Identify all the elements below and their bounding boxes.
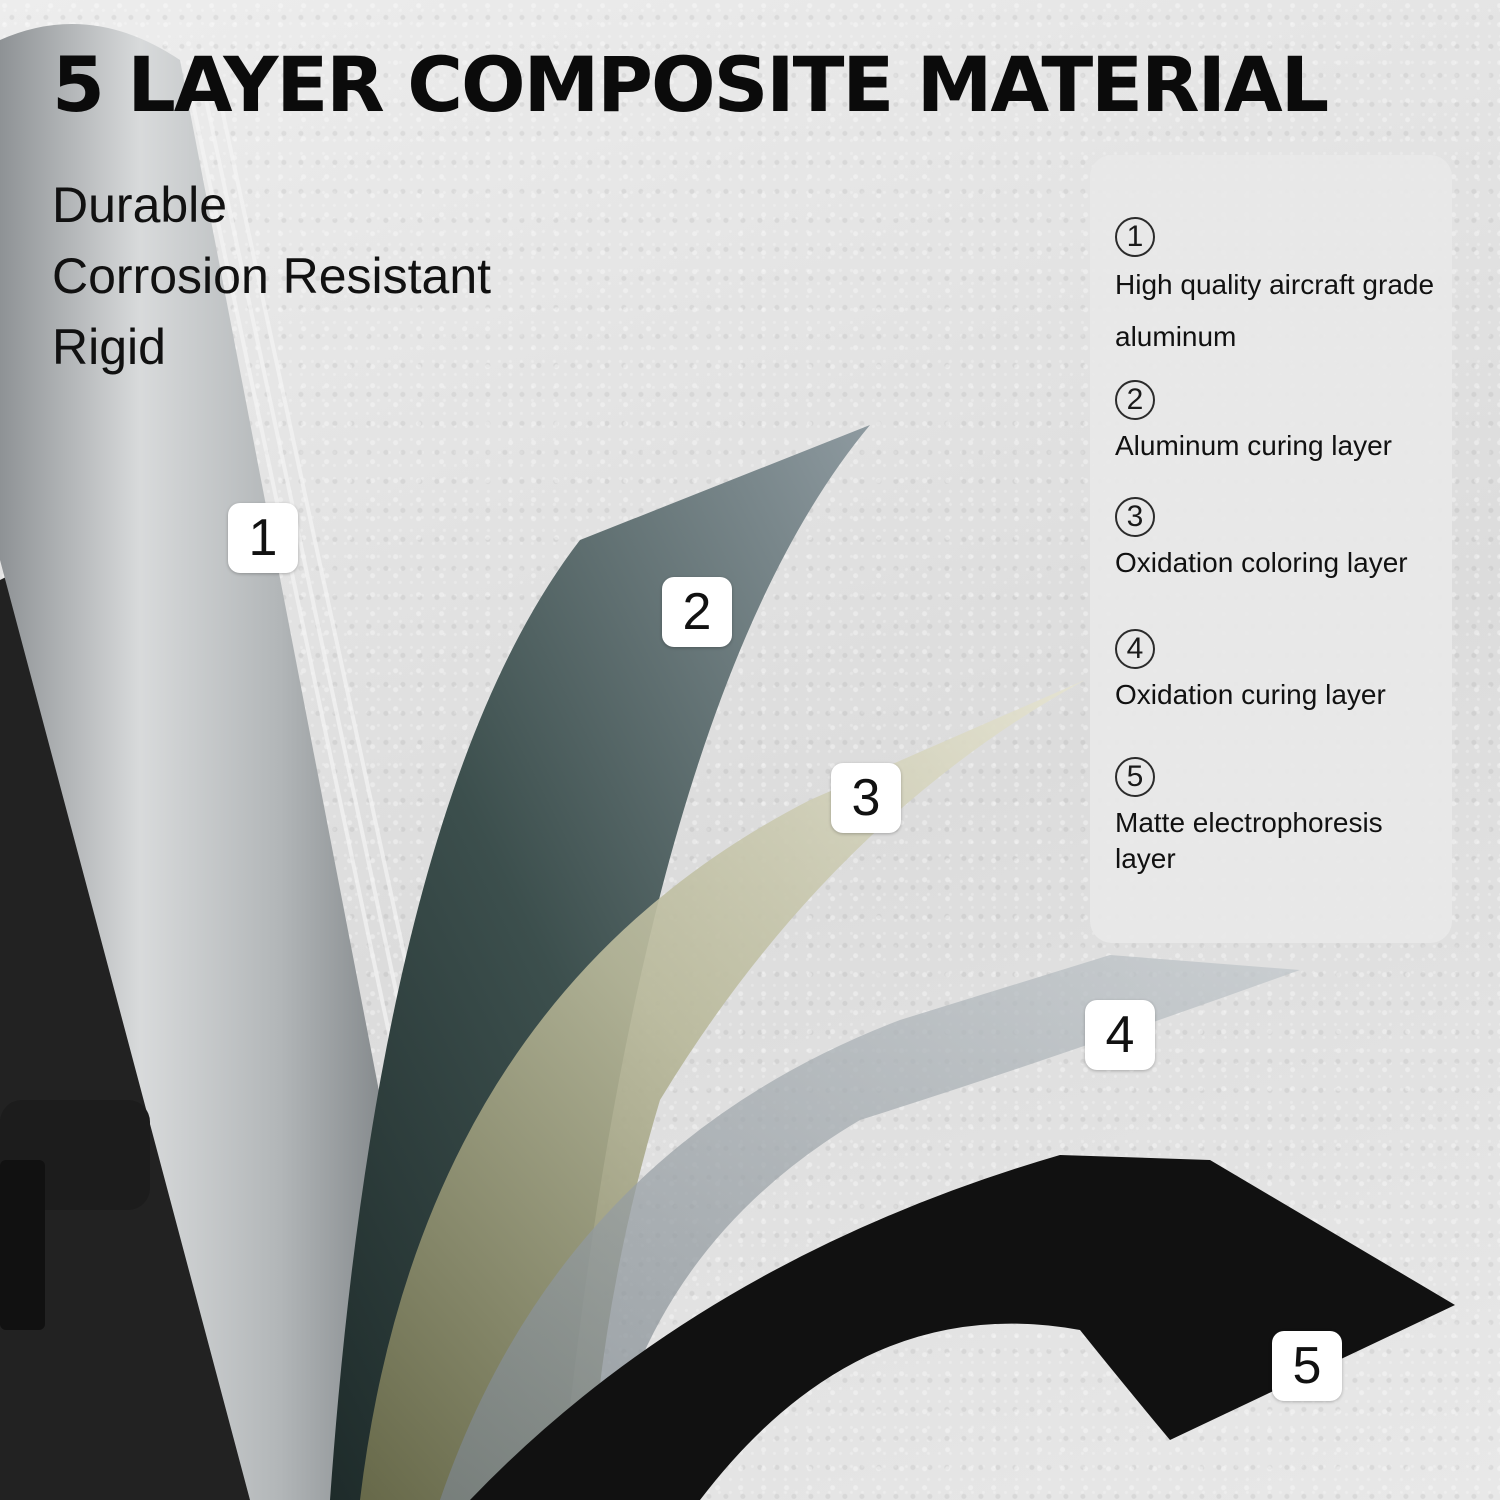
- feature-corrosion-resistant: Corrosion Resistant: [52, 248, 492, 304]
- layer-legend-panel: 1 High quality aircraft grade aluminum 2…: [1090, 155, 1452, 943]
- layer-3-coloring-shape: [360, 680, 1085, 1500]
- legend-description-1: High quality aircraft grade aluminum: [1115, 269, 1435, 352]
- legend-number-5: 5: [1115, 757, 1155, 797]
- legend-number-1: 1: [1115, 217, 1155, 257]
- layer-5-electrophoresis-shape: [470, 1155, 1455, 1500]
- legend-number-4: 4: [1115, 629, 1155, 669]
- layer-3-badge: 3: [831, 763, 901, 833]
- legend-description-4: Oxidation curing layer: [1115, 679, 1386, 710]
- legend-description-2: Aluminum curing layer: [1115, 430, 1392, 461]
- clamp-base-shape: [0, 1160, 45, 1330]
- legend-description-5: Matte electrophoresis layer: [1115, 807, 1383, 874]
- legend-number-2: 2: [1115, 380, 1155, 420]
- legend-item-1: 1 High quality aircraft grade aluminum: [1115, 217, 1450, 363]
- layer-2-badge: 2: [662, 577, 732, 647]
- page-title: 5 LAYER COMPOSITE MATERIAL: [52, 40, 1329, 129]
- layer-5-badge: 5: [1272, 1331, 1342, 1401]
- layer-1-aluminum-shape: [0, 24, 400, 1500]
- layer-4-badge: 4: [1085, 1000, 1155, 1070]
- layer-1-badge: 1: [228, 503, 298, 573]
- feature-durable: Durable: [52, 177, 228, 233]
- feature-list: Durable Corrosion Resistant Rigid: [52, 170, 491, 383]
- legend-item-3: 3 Oxidation coloring layer: [1115, 497, 1450, 581]
- legend-number-3: 3: [1115, 497, 1155, 537]
- legend-item-4: 4 Oxidation curing layer: [1115, 629, 1450, 713]
- feature-rigid: Rigid: [52, 319, 166, 375]
- legend-item-2: 2 Aluminum curing layer: [1115, 380, 1450, 464]
- legend-description-3: Oxidation coloring layer: [1115, 547, 1408, 578]
- legend-item-5: 5 Matte electrophoresis layer: [1115, 757, 1450, 877]
